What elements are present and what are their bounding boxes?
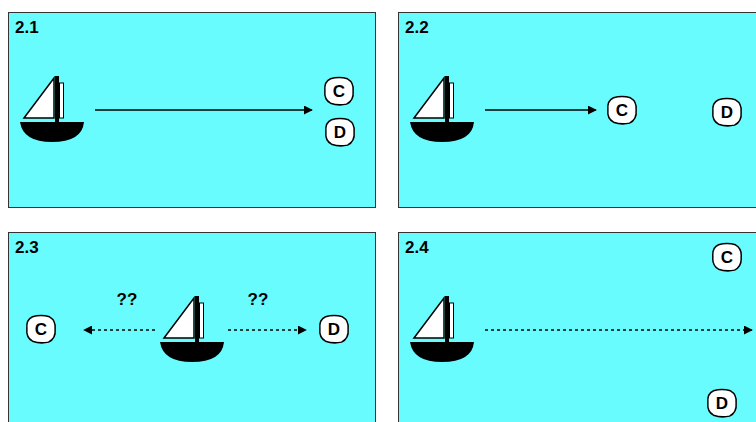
rock: C bbox=[25, 314, 57, 344]
rock-letter: D bbox=[721, 104, 733, 121]
scene-panel: 2.1C D bbox=[8, 12, 376, 208]
scene-panel: 2.2C D bbox=[398, 12, 756, 208]
rock: D bbox=[318, 314, 350, 344]
rock-letter: C bbox=[721, 249, 733, 266]
rock: D bbox=[324, 117, 356, 147]
sailboat bbox=[410, 76, 474, 142]
water bbox=[8, 232, 376, 422]
rock-letter: D bbox=[328, 321, 340, 338]
water bbox=[8, 12, 376, 208]
rock-letter: C bbox=[333, 83, 345, 100]
rock: C bbox=[606, 95, 638, 125]
rock-letter: D bbox=[334, 124, 346, 141]
sailboat bbox=[410, 296, 474, 362]
water bbox=[398, 12, 756, 208]
possible-course bbox=[84, 329, 155, 331]
possible-course bbox=[228, 329, 306, 331]
possible-course bbox=[485, 329, 752, 331]
course-arrow bbox=[485, 109, 596, 111]
panel-number: 2.3 bbox=[15, 238, 39, 258]
rock: C bbox=[323, 76, 355, 106]
panel-number: 2.4 bbox=[405, 238, 429, 258]
rock: C bbox=[711, 242, 743, 272]
rock-letter: C bbox=[616, 102, 628, 119]
course-arrow bbox=[95, 109, 312, 111]
rock-letter: D bbox=[716, 395, 728, 412]
scene-panel: 2.4C D bbox=[398, 232, 756, 422]
sailboat bbox=[160, 296, 224, 362]
question-marks: ?? bbox=[248, 290, 269, 310]
rock: D bbox=[706, 388, 738, 418]
question-marks: ?? bbox=[117, 290, 138, 310]
panel-number: 2.1 bbox=[15, 18, 39, 38]
panel-number: 2.2 bbox=[405, 18, 429, 38]
rock-letter: C bbox=[35, 321, 47, 338]
water bbox=[398, 232, 756, 422]
scene-panel: 2.3C D bbox=[8, 232, 376, 422]
rock: D bbox=[711, 97, 743, 127]
sailboat bbox=[20, 76, 84, 142]
